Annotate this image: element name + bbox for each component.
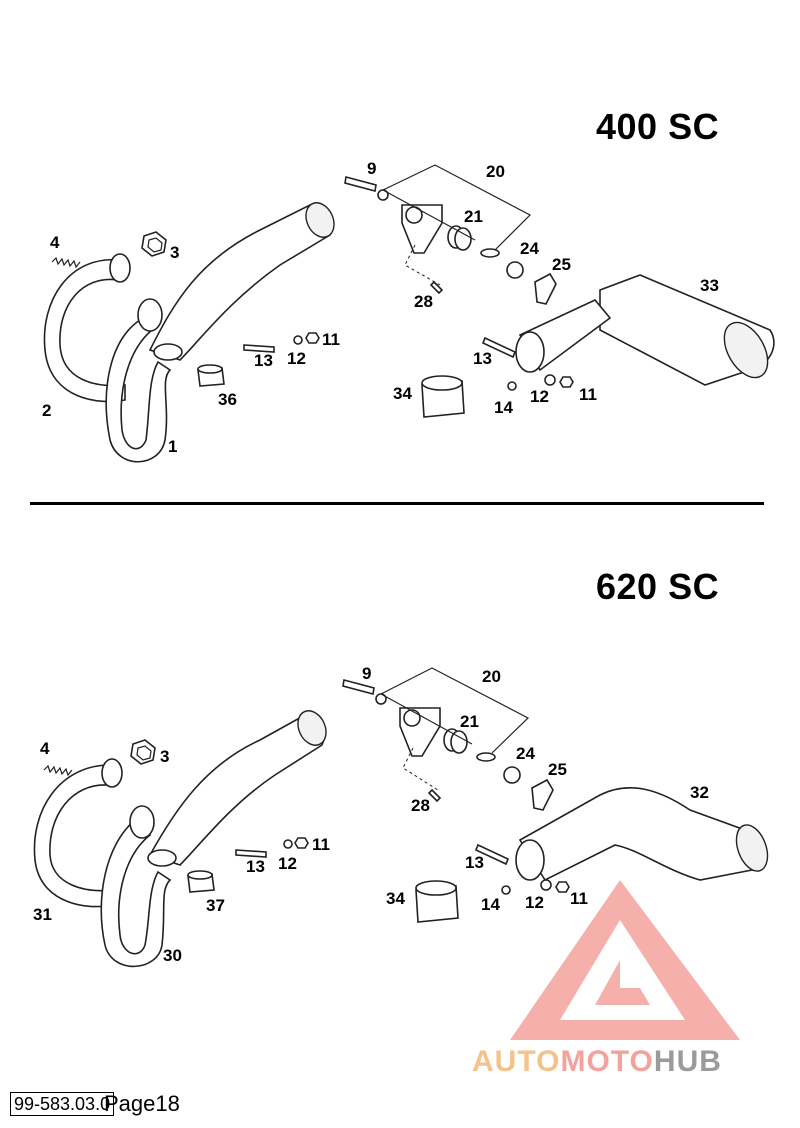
label-part-28b: 28 (411, 796, 430, 815)
label-part-12d: 12 (525, 893, 544, 912)
washer-24b (503, 766, 521, 784)
label-part-24: 24 (520, 239, 539, 258)
header-pipe-1 (105, 319, 172, 463)
header-pipe-2 (43, 258, 126, 403)
screw-13d (474, 843, 510, 866)
label-part-20b: 20 (482, 667, 501, 686)
tailpipe-32 (518, 787, 753, 882)
label-part-24b: 24 (516, 744, 535, 763)
nut-11d (555, 881, 570, 893)
silencer-33-inlet-end (515, 331, 545, 373)
spring-4b (43, 764, 73, 777)
washer-12d (540, 879, 552, 891)
screw-28a (429, 280, 444, 295)
label-part-13b: 13 (473, 349, 492, 368)
pipe-30-flange (129, 805, 155, 839)
label-part-25b: 25 (548, 760, 567, 779)
watermark-moto: MOTO (560, 1045, 654, 1078)
spring-4 (51, 256, 81, 269)
screw-28b (427, 788, 442, 803)
washer-24a (506, 261, 524, 279)
automotohub-logo (510, 880, 740, 1040)
label-part-12b: 12 (530, 387, 549, 406)
label-part-4b: 4 (40, 739, 50, 758)
pipe-1-flange (137, 298, 163, 332)
clip-25a (534, 272, 557, 305)
label-part-2: 2 (42, 401, 52, 420)
label-part-3b: 3 (160, 747, 170, 766)
clip-25b (531, 778, 554, 811)
nut-11b (559, 376, 574, 388)
watermark-text: AUTOMOTOHUB (472, 1045, 722, 1079)
pipe-31-flange (101, 758, 123, 788)
tailpipe-32-inlet-end (515, 839, 545, 881)
label-part-32: 32 (690, 783, 709, 802)
label-part-11d: 11 (570, 889, 588, 908)
section-title-620sc: 620 SC (596, 566, 720, 607)
nut-11c (294, 837, 309, 849)
label-part-28: 28 (414, 292, 433, 311)
label-part-21: 21 (464, 207, 483, 226)
label-part-25: 25 (552, 255, 571, 274)
label-part-36: 36 (218, 390, 237, 409)
exhaust-diagram-400sc (43, 164, 775, 463)
label-part-34b: 34 (386, 889, 405, 908)
label-part-12c: 12 (278, 854, 297, 873)
label-part-37: 37 (206, 896, 225, 915)
washer-14a (507, 381, 517, 391)
screw-9b (342, 679, 375, 695)
screw-9a (344, 176, 377, 192)
document-code: 99-583.03.0 (10, 1092, 115, 1116)
exhaust-diagram-620sc (33, 667, 769, 968)
watermark-hub: HUB (653, 1045, 722, 1078)
label-part-20: 20 (486, 162, 505, 181)
label-part-12a: 12 (287, 349, 306, 368)
washer-21b (476, 752, 496, 762)
label-part-11a: 11 (322, 330, 340, 349)
screw-13c (235, 849, 267, 858)
label-part-9b: 9 (362, 664, 372, 683)
mid-pipe-620-collar (147, 849, 177, 867)
washer-21a (480, 248, 500, 258)
label-part-14b: 14 (481, 895, 500, 914)
label-part-13a: 13 (254, 351, 273, 370)
label-part-11b: 11 (579, 385, 597, 404)
label-part-33: 33 (700, 276, 719, 295)
label-part-11c: 11 (312, 835, 330, 854)
washer-12b (544, 374, 556, 386)
page-number: Page18 (104, 1091, 180, 1116)
mid-pipe-end (305, 202, 335, 238)
label-part-9: 9 (367, 159, 377, 178)
nut-11a (305, 332, 320, 344)
label-part-4: 4 (50, 233, 60, 252)
label-part-13d: 13 (465, 853, 484, 872)
washer-12a (293, 335, 303, 345)
mid-pipe (148, 203, 334, 361)
screw-13b (481, 336, 517, 359)
header-pipe-31 (33, 764, 113, 908)
label-part-31: 31 (33, 905, 52, 924)
label-part-21b: 21 (460, 712, 479, 731)
label-part-1: 1 (168, 437, 178, 456)
label-part-3: 3 (170, 243, 180, 262)
washer-12c (283, 839, 293, 849)
washer-14b (501, 885, 511, 895)
label-part-30: 30 (163, 946, 182, 965)
mid-pipe-collar (153, 343, 183, 361)
label-part-34: 34 (393, 384, 412, 403)
watermark-auto: AUTO (472, 1045, 561, 1078)
label-part-14: 14 (494, 398, 513, 417)
mid-pipe-620-end (297, 710, 327, 746)
screw-13a (243, 344, 275, 353)
header-pipe-30 (100, 818, 172, 968)
pipe-2-flange (109, 253, 131, 283)
section-divider (30, 502, 764, 505)
section-title-400sc: 400 SC (596, 106, 720, 147)
label-part-13c: 13 (246, 857, 265, 876)
